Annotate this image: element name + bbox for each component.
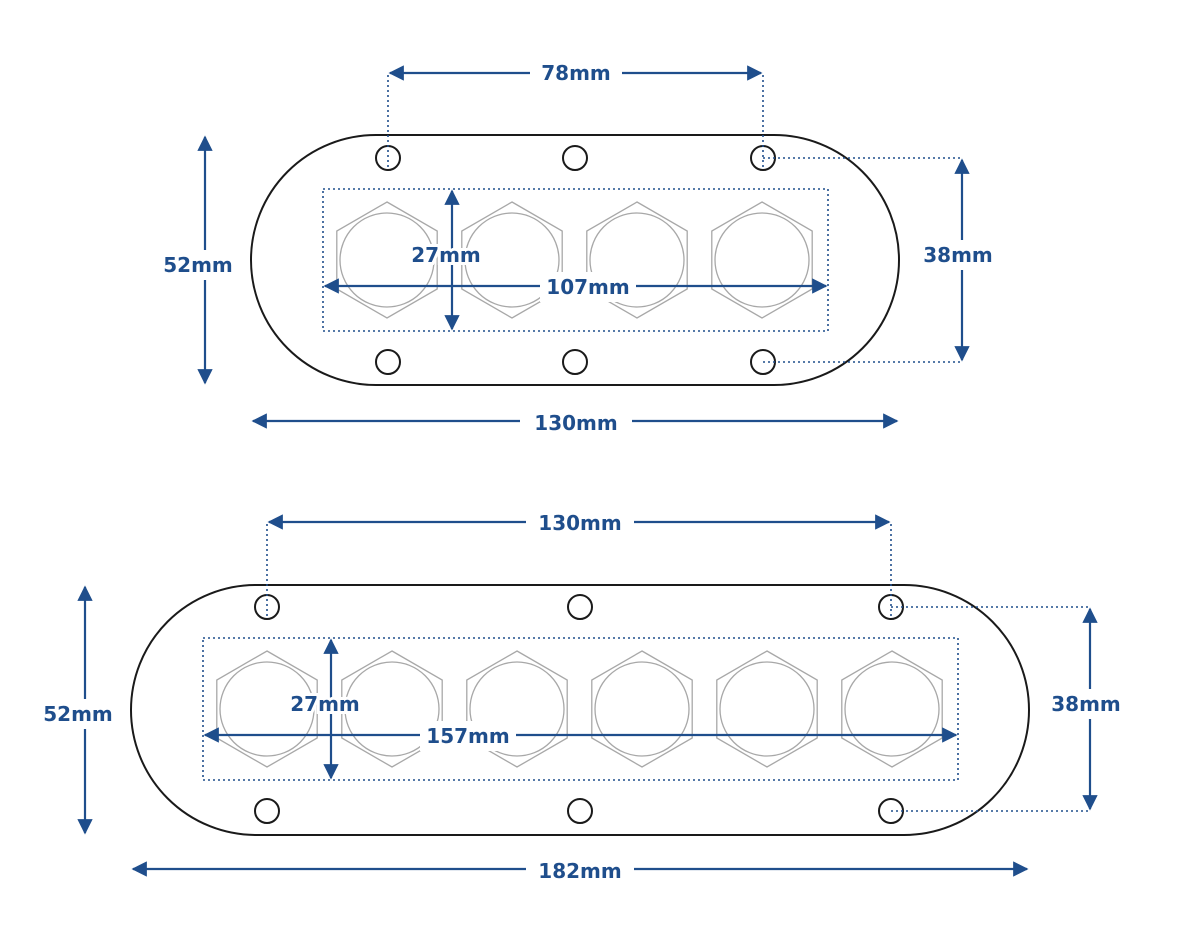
hole-pitch-label: 38mm — [1051, 692, 1121, 716]
fitting-height-label: 27mm — [290, 692, 360, 716]
fitting-bore — [219, 661, 315, 757]
hex-nut-icon — [216, 650, 318, 768]
mounting-hole — [375, 349, 401, 375]
fitting-bore — [464, 212, 560, 308]
mounting-hole — [567, 798, 593, 824]
fitting-bore — [589, 212, 685, 308]
overall-height-label: 52mm — [43, 702, 113, 726]
overall-width-label: 130mm — [534, 411, 617, 435]
mounting-hole — [562, 349, 588, 375]
fitting-span-label: 107mm — [546, 275, 629, 299]
mounting-hole — [562, 145, 588, 171]
fitting-bore — [339, 212, 435, 308]
plate-6-outline — [130, 584, 1030, 836]
fitting-bore — [844, 661, 940, 757]
hex-nut-icon — [586, 201, 688, 319]
hex-nut-icon — [466, 650, 568, 768]
fitting-span-label: 157mm — [426, 724, 509, 748]
hole-span-label: 78mm — [541, 61, 611, 85]
fitting-area-box — [322, 188, 829, 332]
hex-nut-icon — [341, 650, 443, 768]
hex-nut-icon — [336, 201, 438, 319]
hex-nut-icon — [716, 650, 818, 768]
overall-height-label: 52mm — [163, 253, 233, 277]
fitting-area-box — [202, 637, 959, 781]
fitting-bore — [344, 661, 440, 757]
overall-width-label: 182mm — [538, 859, 621, 883]
hole-pitch-label: 38mm — [923, 243, 993, 267]
plate-4-fittings: 78mm 52mm 27mm 107mm 38mm 130mm — [160, 58, 1006, 436]
plate-6-fittings: 130mm 52mm 27mm 157mm 38mm 182mm — [40, 507, 1134, 885]
mounting-hole — [567, 594, 593, 620]
hex-nut-icon — [841, 650, 943, 768]
mounting-hole — [254, 798, 280, 824]
hex-nut-icon — [711, 201, 813, 319]
fittings-row — [216, 650, 943, 768]
plate-4-outline — [250, 134, 900, 386]
fitting-bore — [594, 661, 690, 757]
fittings-row — [336, 201, 813, 319]
fitting-bore — [714, 212, 810, 308]
fitting-height-label: 27mm — [411, 243, 481, 267]
fitting-bore — [469, 661, 565, 757]
hole-span-label: 130mm — [538, 511, 621, 535]
hex-nut-icon — [591, 650, 693, 768]
fitting-bore — [719, 661, 815, 757]
hex-nut-icon — [461, 201, 563, 319]
